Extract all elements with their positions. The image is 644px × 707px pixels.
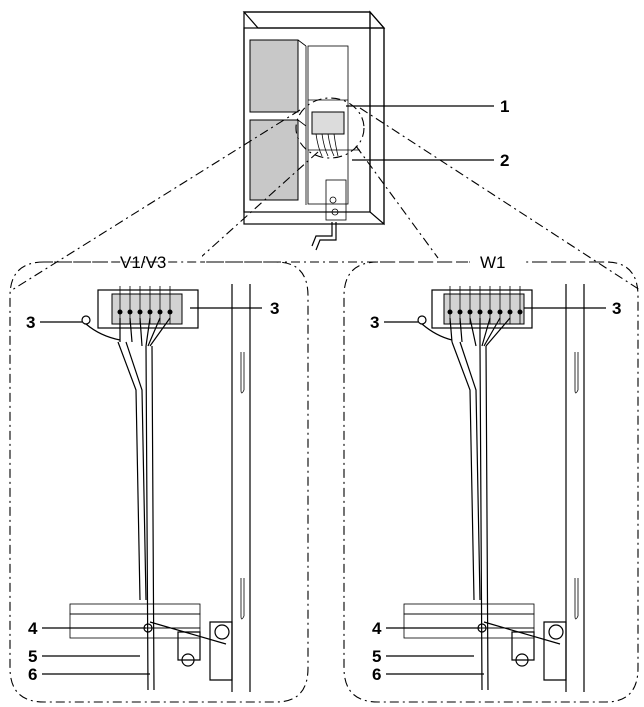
callout-5-right: 5 <box>372 647 381 666</box>
callout-3-right-b: 3 <box>612 299 621 318</box>
title-w1: W1 <box>480 253 506 272</box>
outdoor-unit <box>242 10 386 251</box>
callout-5-left: 5 <box>28 647 37 666</box>
callout-3-right-a: 3 <box>370 313 379 332</box>
terminal-block-v1 <box>111 286 183 325</box>
callout-2: 2 <box>500 151 509 170</box>
ground-screw-left <box>81 315 91 325</box>
terminal-block-w1 <box>443 286 525 325</box>
unit-terminal-block <box>311 111 345 135</box>
callout-3-left-b: 3 <box>270 299 279 318</box>
callout-4-left: 4 <box>28 619 38 638</box>
callout-3-left-a: 3 <box>26 313 35 332</box>
detail-circle <box>295 97 365 159</box>
coil-panel-upper <box>249 39 299 113</box>
right-detail-view: W1 <box>343 253 639 703</box>
callout-1: 1 <box>500 97 509 116</box>
callout-6-right: 6 <box>372 665 381 684</box>
coil-panel-lower <box>249 119 299 201</box>
ground-screw-right <box>417 315 427 325</box>
callout-6-left: 6 <box>28 665 37 684</box>
title-v1-v3: V1/V3 <box>120 253 166 272</box>
callout-4-right: 4 <box>372 619 382 638</box>
